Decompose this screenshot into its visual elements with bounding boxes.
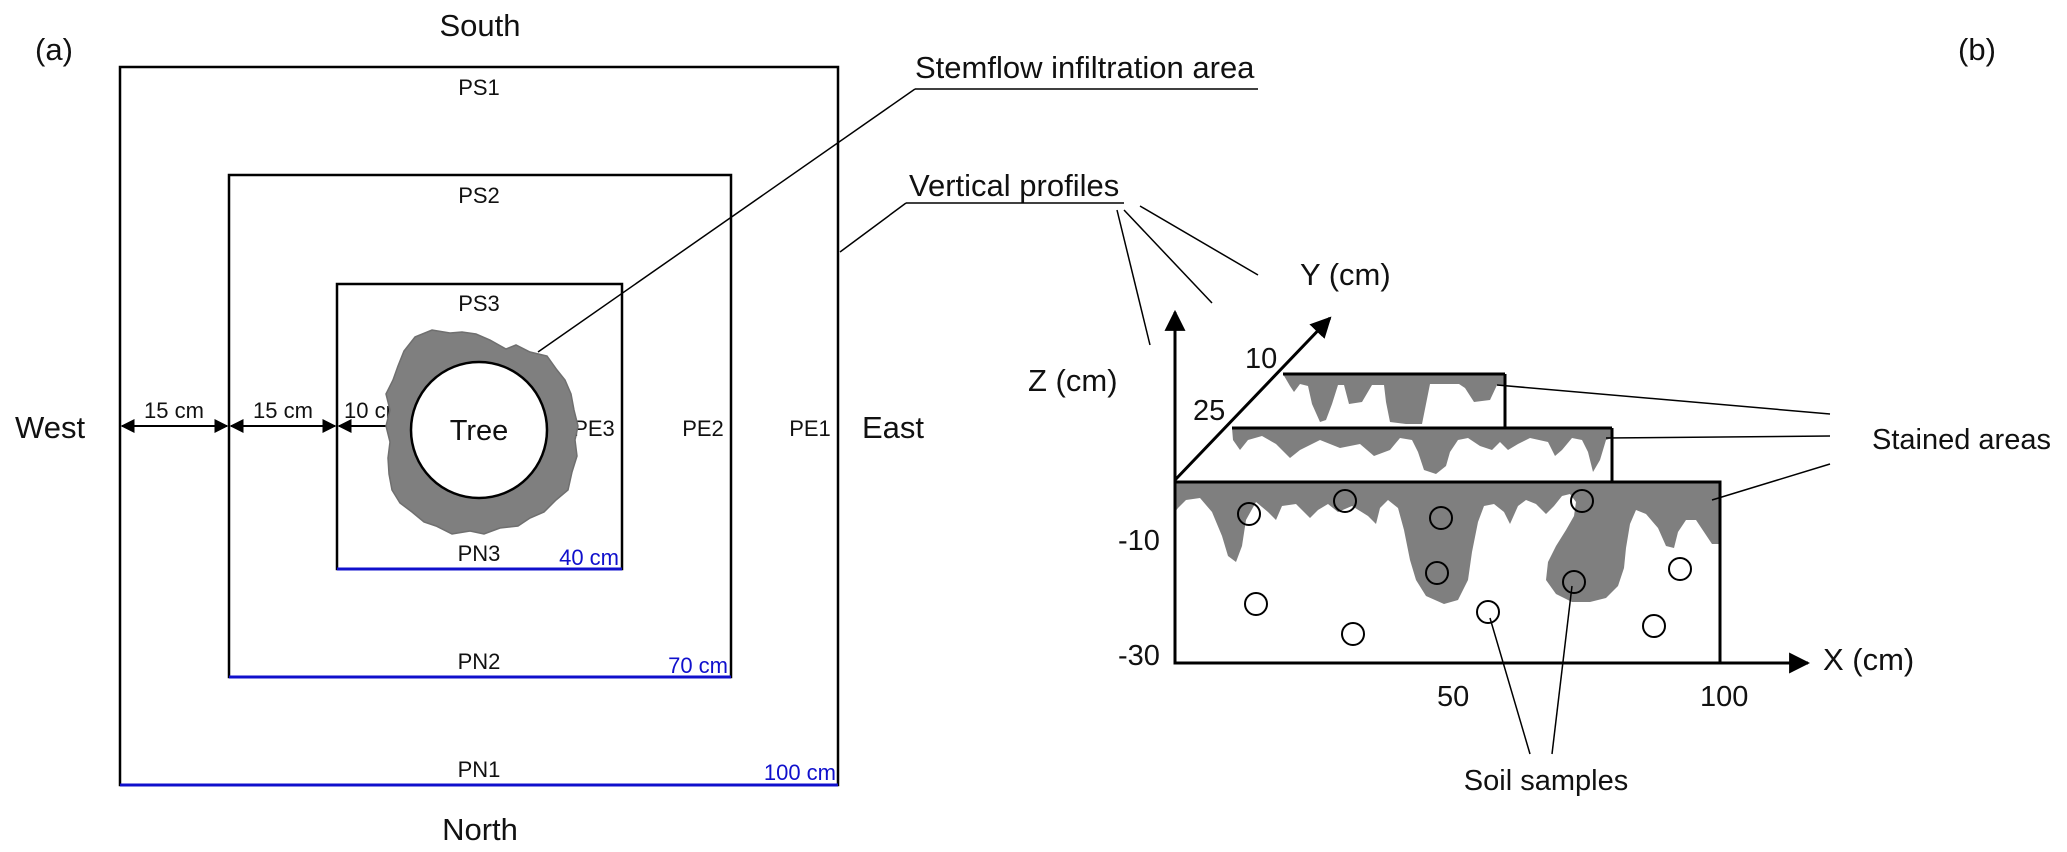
- z-axis-label: Z (cm): [1028, 363, 1118, 398]
- profile-pn1: PN1: [458, 757, 501, 782]
- width-label-100: 100 cm: [764, 760, 836, 785]
- soil-leader-line-2: [1551, 585, 1573, 755]
- stained-areas-label: Stained areas: [1872, 424, 2051, 456]
- x-tick-50: 50: [1437, 681, 1469, 713]
- vertical-leader-branch-1: [1116, 209, 1151, 346]
- panel-a: (a) South North West East PS1 PS2 PS3 PN…: [15, 8, 1259, 847]
- direction-east: East: [862, 410, 924, 445]
- soil-sample-point: [1341, 622, 1365, 646]
- soil-sample-point: [1570, 489, 1594, 513]
- width-label-40: 40 cm: [559, 545, 619, 570]
- vertical-leader-branch-3: [1139, 205, 1259, 276]
- direction-north: North: [442, 812, 518, 847]
- front-profile-border: [1173, 480, 1722, 665]
- y-tick-25: 25: [1193, 395, 1225, 427]
- soil-sample-point: [1333, 489, 1357, 513]
- soil-sample-point: [1476, 600, 1500, 624]
- direction-west: West: [15, 410, 85, 445]
- stained-leader-line-1: [1496, 384, 1831, 415]
- stained-area-y10: [1283, 374, 1505, 424]
- y-axis: [1173, 316, 1332, 482]
- stained-leader-line-2: [1605, 435, 1831, 439]
- stained-leader-line-3: [1711, 463, 1831, 501]
- soil-sample-point: [1642, 614, 1666, 638]
- vertical-leader-branch-2: [1123, 209, 1213, 304]
- gap-label-1: 15 cm: [144, 398, 204, 423]
- profile-pe3: PE3: [573, 416, 615, 441]
- panel-b-label: (b): [1958, 32, 1996, 67]
- direction-south: South: [439, 8, 520, 43]
- soil-sample-point: [1237, 502, 1261, 526]
- profile-pe2: PE2: [682, 416, 724, 441]
- y-tick-10: 10: [1245, 343, 1277, 375]
- profile-ps3: PS3: [458, 291, 500, 316]
- soil-samples: [1237, 489, 1692, 646]
- z-tick-minus-30: -30: [1118, 640, 1160, 672]
- x-tick-100: 100: [1700, 681, 1748, 713]
- profile-ps2: PS2: [458, 183, 500, 208]
- soil-sample-point: [1668, 557, 1692, 581]
- vertical-callout-label: Vertical profiles: [909, 168, 1119, 203]
- stemflow-callout-label: Stemflow infiltration area: [915, 50, 1255, 85]
- soil-leader-line-1: [1489, 617, 1531, 755]
- profile-ps1: PS1: [458, 75, 500, 100]
- vertical-leader-line: [839, 202, 907, 253]
- tree-label: Tree: [450, 415, 509, 447]
- z-tick-minus-10: -10: [1118, 525, 1160, 557]
- soil-sample-point: [1429, 506, 1453, 530]
- profile-pn2: PN2: [458, 649, 501, 674]
- slice-y25: [1232, 426, 1614, 482]
- slice-y10: [1283, 372, 1507, 428]
- profile-pn3: PN3: [458, 541, 501, 566]
- soil-sample-point: [1244, 592, 1268, 616]
- panel-a-label: (a): [35, 32, 73, 67]
- tree-trunk: [409, 360, 549, 500]
- soil-samples-label: Soil samples: [1464, 765, 1628, 797]
- y-axis-label: Y (cm): [1300, 257, 1391, 292]
- stained-area-y25: [1232, 428, 1612, 474]
- stemflow-leader-line: [537, 88, 916, 353]
- soil-sample-point: [1562, 570, 1586, 594]
- gap-label-2: 15 cm: [253, 398, 313, 423]
- soil-sample-point: [1425, 561, 1449, 585]
- x-axis-label: X (cm): [1823, 642, 1914, 677]
- panel-b: (b) Y (cm) Z (cm) X (cm) 10 25 -10 -30 5…: [1028, 32, 2051, 797]
- width-label-70: 70 cm: [668, 653, 728, 678]
- profile-pe1: PE1: [789, 416, 831, 441]
